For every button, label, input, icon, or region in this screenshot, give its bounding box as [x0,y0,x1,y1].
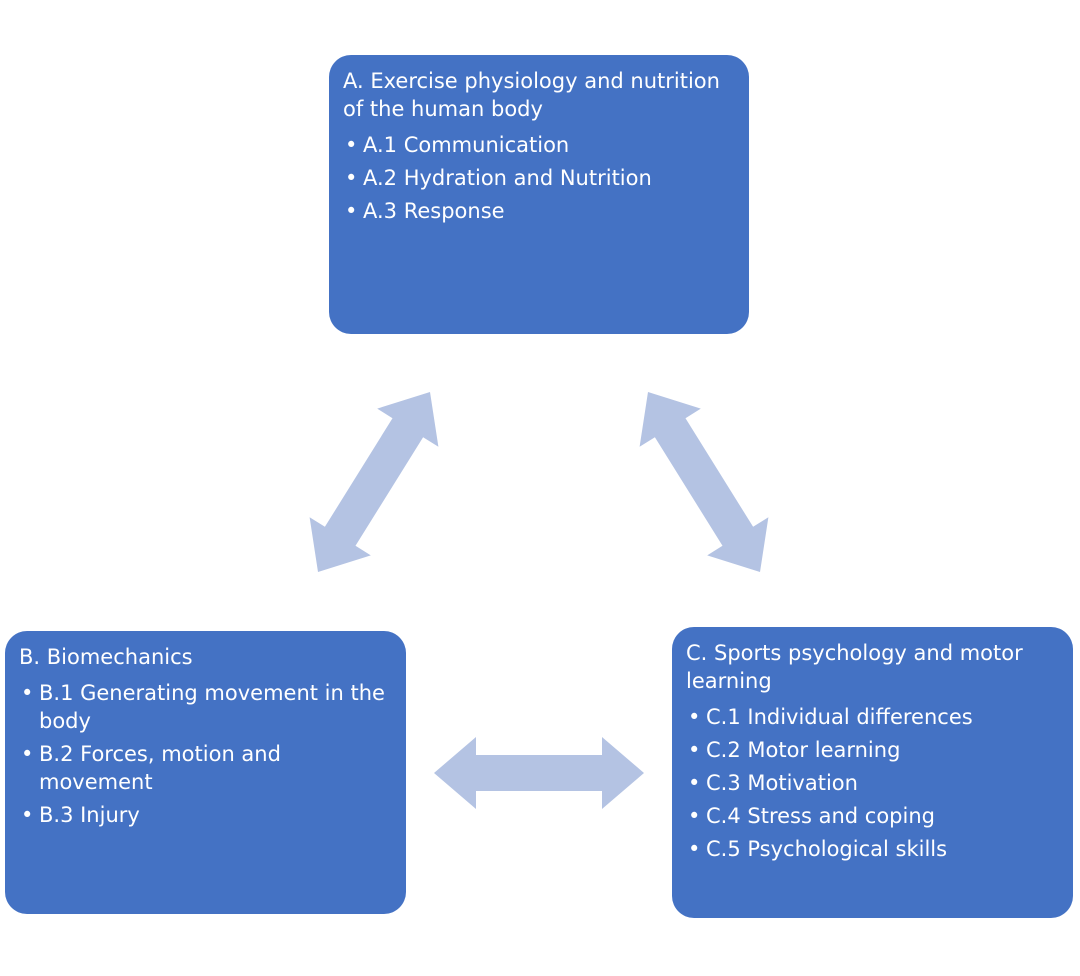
bullet-icon: • [688,804,701,828]
node-c-item: •C.1 Individual differences [688,705,973,729]
bullet-icon: • [688,771,701,795]
node-c-item: •C.3 Motivation [688,771,858,795]
node-b-list: •B.1 Generating movement in the body •B.… [19,679,392,829]
node-c-item: •C.2 Motor learning [688,738,901,762]
node-a-item: •A.2 Hydration and Nutrition [345,166,652,190]
arrow-b-c [434,737,644,809]
bullet-icon: • [21,742,34,766]
bullet-icon: • [688,837,701,861]
node-a-exercise-physiology: A. Exercise physiology and nutrition of … [329,55,749,334]
node-b-item: •B.2 Forces, motion and movement [21,742,281,794]
bullet-icon: • [21,803,34,827]
bullet-icon: • [21,681,34,705]
node-b-item: •B.1 Generating movement in the body [21,681,385,733]
bullet-icon: • [688,705,701,729]
node-c-list: •C.1 Individual differences •C.2 Motor l… [686,703,1059,863]
node-a-item: •A.3 Response [345,199,505,223]
node-c-sports-psychology: C. Sports psychology and motor learning … [672,627,1073,918]
bullet-icon: • [688,738,701,762]
bullet-icon: • [345,133,358,157]
arrow-a-c [639,392,769,572]
arrow-a-b [309,392,439,572]
node-b-biomechanics: B. Biomechanics •B.1 Generating movement… [5,631,406,914]
node-b-title: B. Biomechanics [19,645,193,669]
node-a-item: •A.1 Communication [345,133,570,157]
node-c-item: •C.4 Stress and coping [688,804,935,828]
node-a-title: A. Exercise physiology and nutrition of … [343,69,720,121]
node-b-item: •B.3 Injury [21,803,140,827]
bullet-icon: • [345,166,358,190]
bullet-icon: • [345,199,358,223]
node-a-list: •A.1 Communication •A.2 Hydration and Nu… [343,131,735,225]
node-c-item: •C.5 Psychological skills [688,837,948,861]
node-c-title: C. Sports psychology and motor learning [686,641,1023,693]
